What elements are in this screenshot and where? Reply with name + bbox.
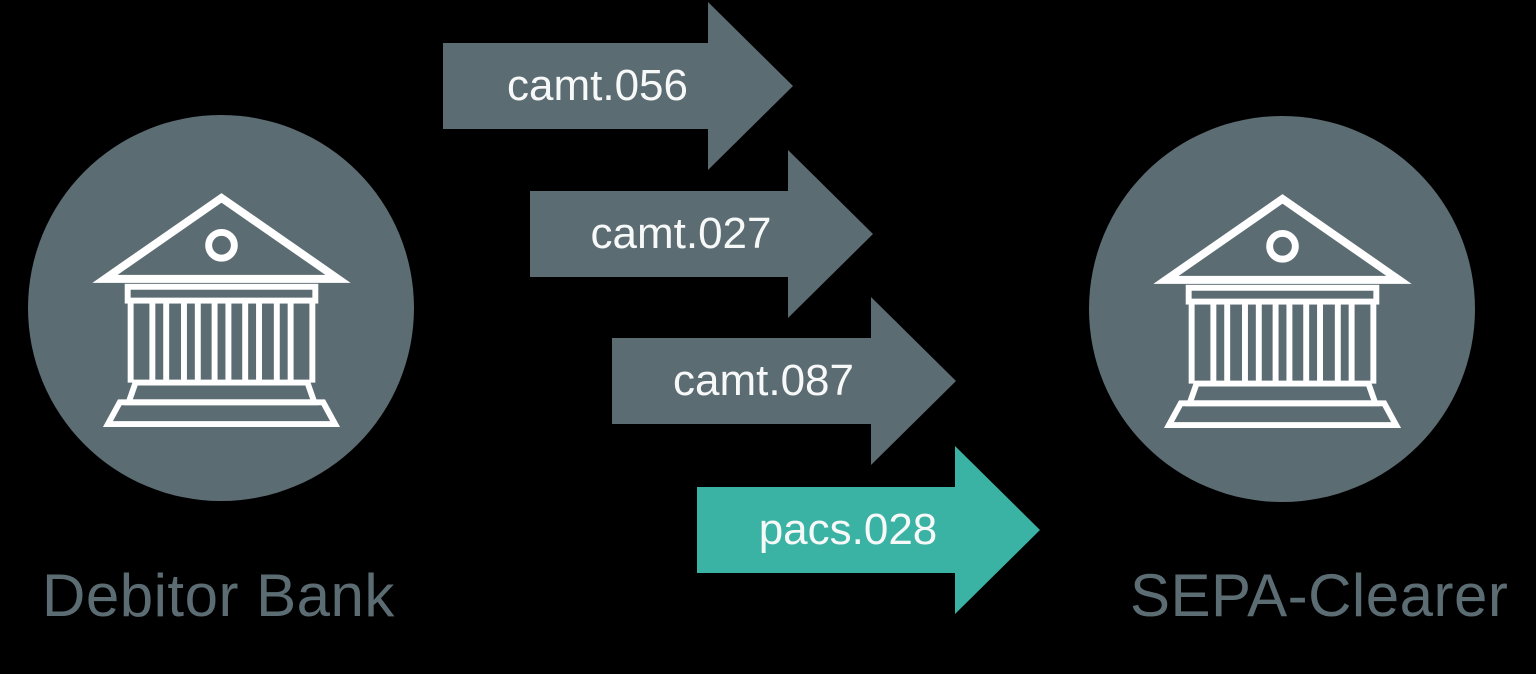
bank-building-icon: [1152, 190, 1412, 429]
sepa-clearer-circle: [1089, 116, 1475, 502]
arrow-label: camt.027: [590, 209, 772, 258]
entity-label-sepa-clearer: SEPA-Clearer: [1130, 562, 1509, 629]
arrow-label: camt.087: [673, 356, 854, 405]
bank-building-icon: [91, 189, 351, 428]
entity-label-debitor-bank: Debitor Bank: [42, 562, 395, 629]
message-arrow-pacs028: pacs.028: [697, 446, 1040, 614]
message-arrow-camt056: camt.056: [443, 2, 793, 170]
arrow-label: camt.056: [507, 61, 688, 110]
message-arrow-camt027: camt.027: [530, 150, 873, 318]
arrow-label: pacs.028: [758, 505, 938, 554]
message-arrow-camt087: camt.087: [612, 297, 956, 465]
debitor-bank-circle: [28, 115, 414, 501]
